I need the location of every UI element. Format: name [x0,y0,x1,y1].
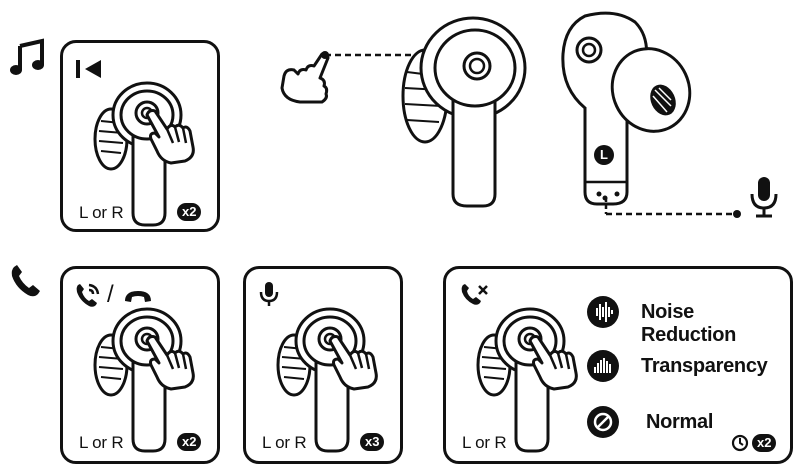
mute-mic-panel: L or R x3 [243,266,403,464]
phone-icon [11,265,40,297]
side-label: L or R [79,433,124,452]
side-letter-badge: L [594,145,614,165]
mode-label: Normal [646,411,714,433]
normal-off-icon [587,406,619,438]
transparency-icon [587,350,619,382]
touch-hand-icon [280,52,330,104]
side-label: L or R [262,433,307,452]
noise-control-panel: L or R Noise Reduction Transparency Norm… [443,266,793,464]
hang-up-icon [125,291,151,302]
microphone-icon [750,177,778,218]
call-action-separator: / [107,281,114,308]
noise-reduction-icon [587,296,619,328]
incoming-call-icon [76,283,100,307]
tap-count-badge: x2 [752,434,777,452]
music-note-icon [10,38,44,75]
previous-track-panel: L or R x2 [60,40,220,232]
earbud-front-illustration [401,16,527,208]
mode-label: Noise Reduction [641,301,737,346]
microphone-icon [259,282,279,306]
skip-previous-icon [76,60,101,78]
not-in-call-icon [461,284,488,305]
answer-hangup-panel: / L or R x2 [60,266,220,464]
side-label: L or R [462,433,507,452]
tap-count-badge: x2 [177,433,202,451]
tap-count-badge: x2 [177,203,202,221]
tap-count-badge: x3 [360,433,385,451]
clock-icon [731,434,749,452]
earbud-side-illustration [561,11,692,206]
side-label: L or R [79,203,124,222]
mode-label: Transparency [641,355,768,377]
